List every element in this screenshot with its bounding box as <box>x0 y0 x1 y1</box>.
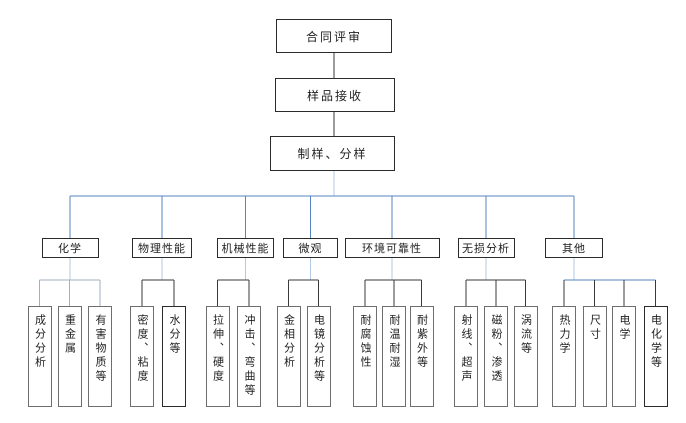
leaf-label: 涡流等 <box>519 314 532 356</box>
leaf-label: 水分等 <box>168 314 181 356</box>
flow-node-2: 制样、分样 <box>270 136 395 171</box>
leaf-box-6-1: 尺寸 <box>582 306 607 407</box>
leaf-label: 有害物质等 <box>94 314 107 384</box>
leaf-label: 电镜分析等 <box>312 314 325 384</box>
leaf-box-0-1: 重金属 <box>57 306 82 407</box>
leaf-box-5-0: 射线、超声 <box>454 306 478 407</box>
leaf-label: 耐温耐湿 <box>388 314 401 370</box>
flow-node-0: 合同评审 <box>276 19 392 53</box>
leaf-label: 重金属 <box>63 314 76 356</box>
leaf-label: 耐紫外等 <box>415 314 428 370</box>
category-box-4: 环境可靠性 <box>344 238 440 258</box>
category-box-0: 化学 <box>41 238 99 258</box>
leaf-label: 电化学等 <box>649 314 662 370</box>
category-box-3: 微观 <box>283 238 338 258</box>
leaf-box-2-0: 拉伸、硬度 <box>205 306 230 407</box>
category-box-2: 机械性能 <box>217 238 274 258</box>
leaf-box-1-0: 密度、粘度 <box>130 306 154 407</box>
leaf-label: 尺寸 <box>588 314 601 342</box>
leaf-label: 磁粉、渗透 <box>490 314 503 384</box>
leaf-label: 密度、粘度 <box>136 314 149 384</box>
leaf-label: 拉伸、硬度 <box>211 314 224 384</box>
leaf-label: 金相分析 <box>282 314 295 370</box>
category-box-5: 无损分析 <box>457 238 515 258</box>
category-box-6: 其他 <box>545 238 603 258</box>
leaf-label: 耐腐蚀性 <box>359 314 372 370</box>
leaf-box-4-1: 耐温耐湿 <box>382 306 406 407</box>
leaf-box-0-0: 成分分析 <box>27 306 52 407</box>
leaf-box-5-2: 涡流等 <box>513 306 538 407</box>
leaf-label: 电学 <box>618 314 631 342</box>
leaf-label: 冲击、弯曲等 <box>243 314 256 398</box>
leaf-box-3-0: 金相分析 <box>276 306 301 407</box>
leaf-box-4-2: 耐紫外等 <box>409 306 434 407</box>
leaf-box-1-1: 水分等 <box>162 306 186 407</box>
leaf-box-4-0: 耐腐蚀性 <box>353 306 377 407</box>
leaf-box-2-1: 冲击、弯曲等 <box>237 306 261 407</box>
leaf-box-6-0: 热力学 <box>552 306 576 407</box>
leaf-label: 热力学 <box>558 314 571 356</box>
flow-node-1: 样品接收 <box>275 78 395 112</box>
leaf-label: 成分分析 <box>33 314 46 370</box>
leaf-box-0-2: 有害物质等 <box>88 306 112 407</box>
leaf-box-6-2: 电学 <box>612 306 636 407</box>
leaf-label: 射线、超声 <box>460 314 473 384</box>
leaf-box-3-1: 电镜分析等 <box>306 306 331 407</box>
leaf-box-6-3: 电化学等 <box>643 306 668 407</box>
leaf-box-5-1: 磁粉、渗透 <box>484 306 508 407</box>
category-box-1: 物理性能 <box>132 238 192 258</box>
